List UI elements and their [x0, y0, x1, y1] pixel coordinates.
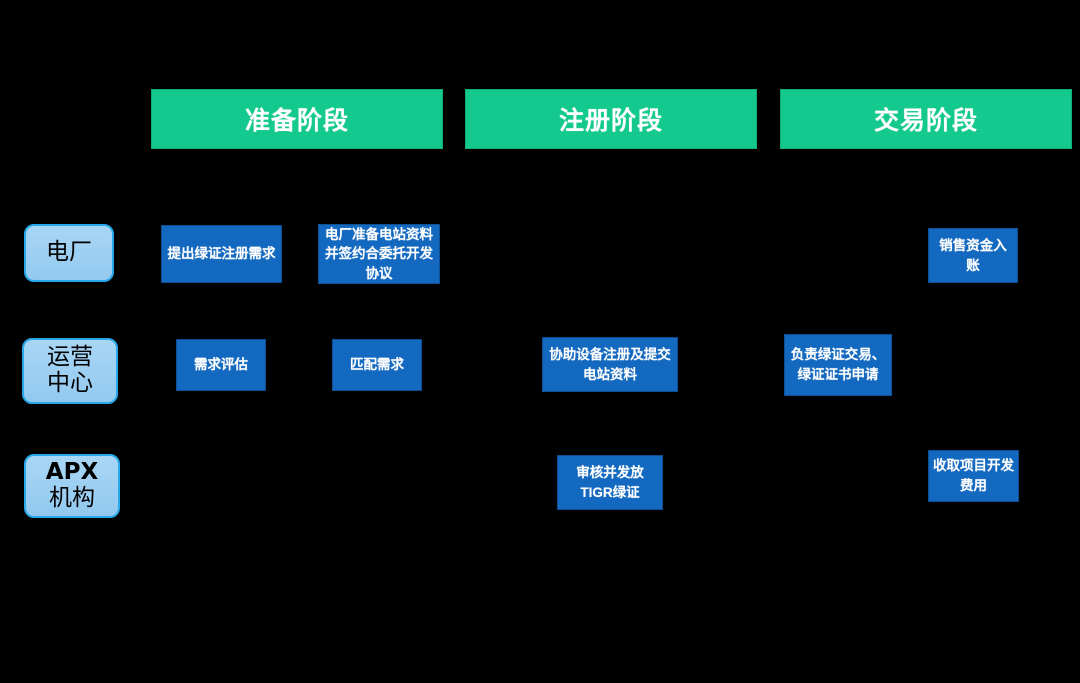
task-label: 审核并发放TIGR绿证: [576, 464, 644, 500]
lane-line: 中心: [47, 370, 93, 396]
task-sales-funds-received: 销售资金入账: [928, 228, 1018, 283]
phase-label-registration: 注册阶段: [558, 107, 663, 135]
task-review-and-issue-tigr: 审核并发放TIGR绿证: [557, 455, 663, 510]
lane-line: 运营: [47, 344, 93, 371]
task-label: 协助设备注册及提交电站资料: [549, 346, 671, 382]
phase-label-preparation: 准备阶段: [244, 107, 349, 135]
lane-label-power-plant: 电厂: [24, 224, 114, 282]
task-label: 电厂准备电站资料并签约合委托开发协议: [325, 226, 433, 281]
task-label: 提出绿证注册需求: [167, 246, 276, 262]
phase-bar-preparation: 准备阶段: [151, 89, 443, 149]
task-collect-project-development-fee: 收取项目开发费用: [928, 450, 1019, 502]
task-label: 需求评估: [194, 357, 248, 373]
task-request-green-certificate-registration: 提出绿证注册需求: [161, 225, 282, 283]
phase-bar-trading: 交易阶段: [780, 89, 1072, 149]
lane-line: 电厂: [46, 239, 92, 266]
task-label: 负责绿证交易、绿证证书申请: [790, 347, 886, 382]
lane-label-operation-center: 运营中心: [22, 338, 118, 404]
task-responsible-green-certificate-trading: 负责绿证交易、绿证证书申请: [784, 334, 892, 396]
task-label: 销售资金入账: [939, 237, 1007, 273]
lane-line: APX: [45, 459, 99, 486]
phase-label-trading: 交易阶段: [873, 107, 978, 135]
task-prepare-station-materials-sign-agreement: 电厂准备电站资料并签约合委托开发协议: [318, 224, 440, 284]
task-assist-device-registration-submit-materials: 协助设备注册及提交电站资料: [542, 337, 678, 392]
lane-line: 机构: [48, 485, 95, 511]
task-demand-assessment: 需求评估: [176, 339, 266, 391]
task-label: 匹配需求: [350, 357, 404, 373]
task-label: 收取项目开发费用: [933, 458, 1014, 493]
phase-bar-registration: 注册阶段: [465, 89, 757, 149]
task-match-demand: 匹配需求: [332, 339, 422, 391]
